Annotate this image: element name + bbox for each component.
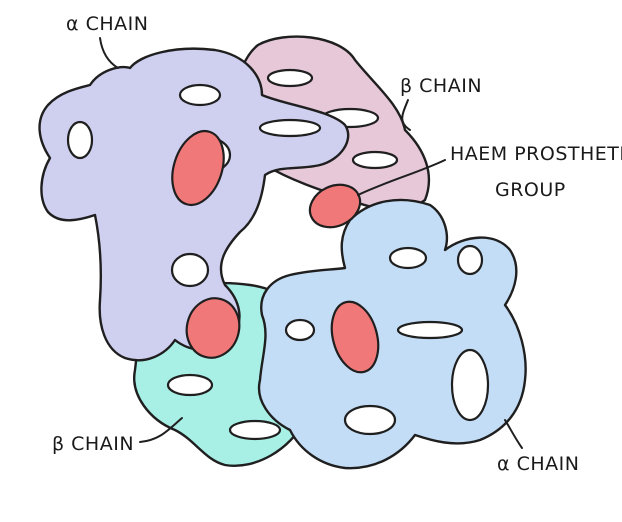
alpha-bottom-hole-1 — [388, 246, 428, 270]
alpha-chain-bottom-right — [257, 198, 527, 470]
alpha-bottom-hole-2 — [456, 244, 484, 276]
alpha-bottom-hole-5 — [284, 318, 316, 342]
haem-group-1 — [171, 130, 225, 206]
haem-group-4 — [330, 300, 380, 374]
leader-haem — [357, 159, 446, 196]
leader-alpha-chain-top — [99, 37, 119, 69]
alpha-top-hole-4 — [170, 252, 210, 288]
alpha-top-hole-3 — [66, 120, 94, 160]
label-haem-line1: HAEM PROSTHETIC — [450, 143, 622, 165]
alpha-bottom-hole-4 — [450, 348, 490, 422]
label-beta-chain-bottom: β CHAIN — [52, 433, 134, 455]
leader-beta-chain-bottom — [139, 417, 183, 443]
alpha-top-hole-1 — [178, 83, 222, 107]
beta-top-hole-1 — [266, 68, 314, 88]
leader-alpha-chain-bottom — [504, 419, 523, 449]
haem-group-3 — [185, 297, 241, 359]
beta-top-hole-3 — [351, 150, 399, 170]
alpha-bottom-hole-3 — [343, 404, 397, 436]
beta-bottom-hole-2 — [228, 419, 282, 441]
alpha-bottom-hole-6 — [396, 320, 464, 340]
beta-bottom-hole-1 — [166, 373, 214, 397]
haem-groups — [171, 130, 380, 374]
label-haem-line2: GROUP — [495, 179, 566, 201]
label-alpha-chain-bottom: α CHAIN — [497, 453, 579, 475]
label-alpha-chain-top: α CHAIN — [66, 13, 148, 35]
leader-beta-chain-top — [401, 99, 411, 131]
label-beta-chain-top: β CHAIN — [400, 75, 482, 97]
alpha-top-hole-5 — [258, 118, 322, 138]
